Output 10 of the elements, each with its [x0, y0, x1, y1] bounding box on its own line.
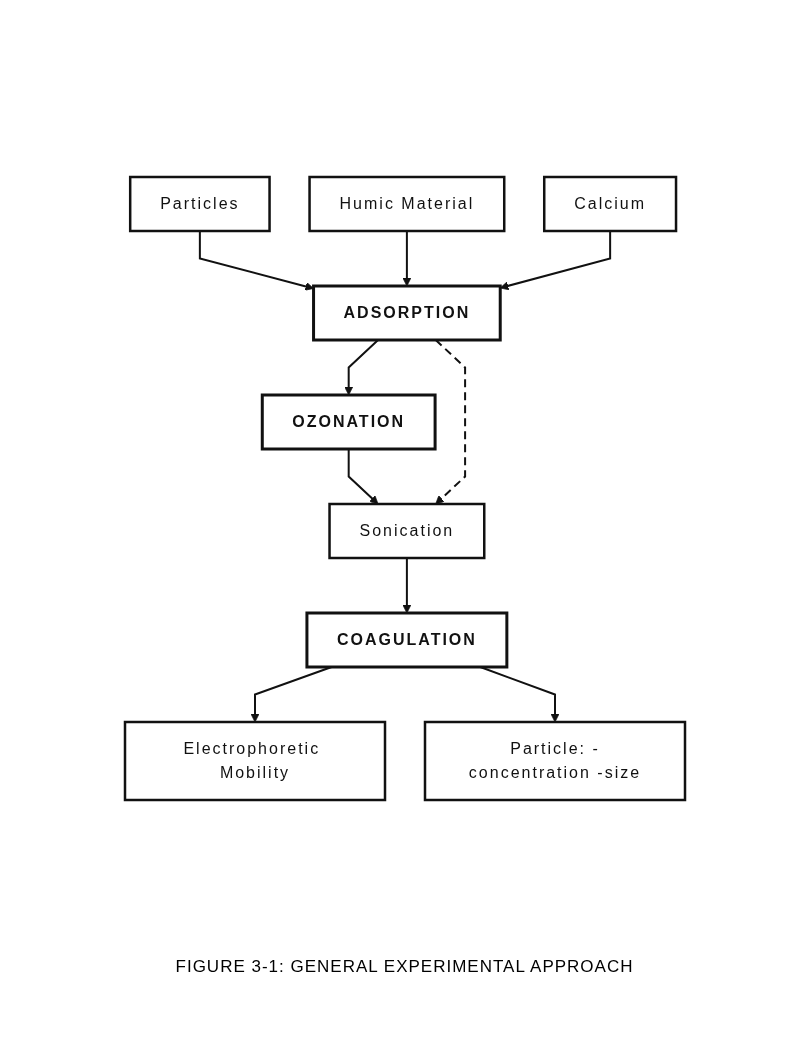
node-box: Particles: [128, 175, 271, 233]
node-box: Particle: -concentration -size: [423, 720, 686, 802]
node-box: Electrophoretic Mobility: [123, 720, 386, 802]
node-box: Sonication: [327, 502, 485, 560]
node-box: ADSORPTION: [311, 284, 502, 342]
node-box: Calcium: [542, 175, 677, 233]
node-box: COAGULATION: [304, 611, 508, 669]
figure-caption: FIGURE 3-1: GENERAL EXPERIMENTAL APPROACH: [175, 957, 634, 977]
node-box: OZONATION: [260, 393, 437, 451]
node-box: Humic Material: [307, 175, 505, 233]
